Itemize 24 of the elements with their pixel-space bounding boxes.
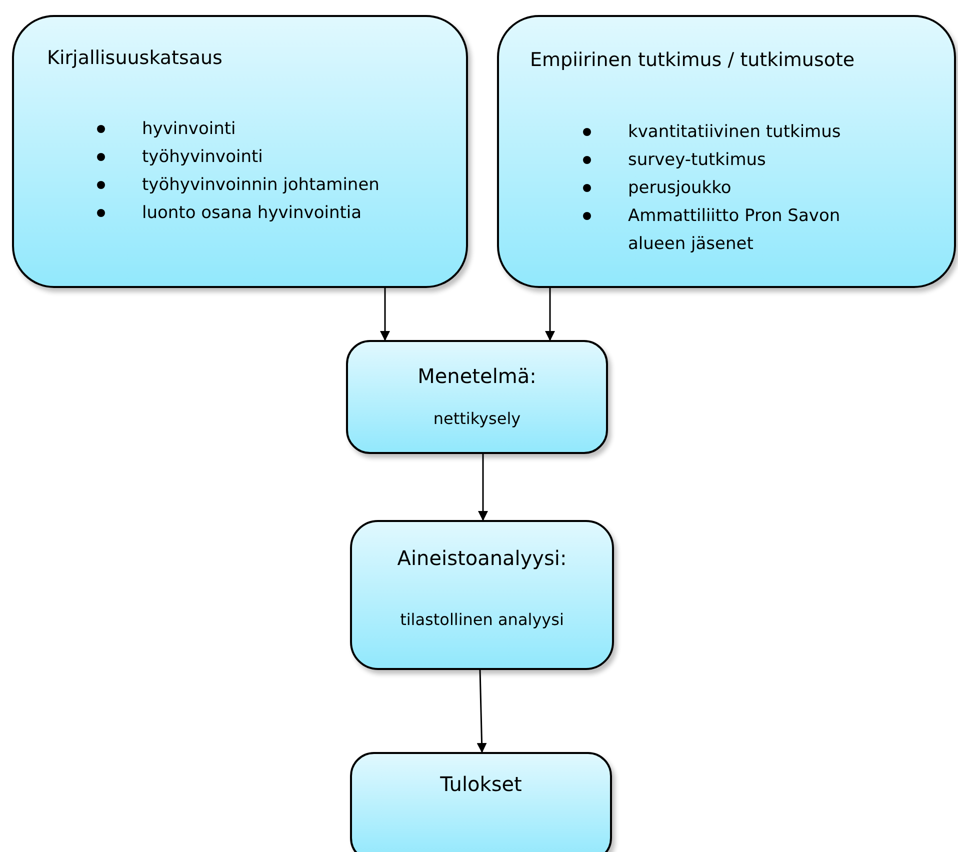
list-item: työhyvinvoinnin johtaminen	[142, 174, 380, 197]
process-box	[346, 340, 608, 454]
box-text: nettikysely	[432, 409, 522, 428]
list-item: työhyvinvointi	[142, 146, 264, 169]
process-box	[350, 752, 612, 852]
box-text: tilastollinen analyysi	[399, 610, 565, 629]
process-box	[12, 15, 468, 288]
list-item: survey-tutkimus	[628, 149, 767, 172]
arrow	[476, 670, 487, 753]
box-heading: Kirjallisuuskatsaus	[47, 47, 222, 69]
box-heading: Menetelmä:	[416, 364, 538, 388]
list-item: Ammattiliitto Pron Savon alueen jäsenet	[628, 205, 842, 256]
list-item: hyvinvointi	[142, 118, 237, 141]
arrow	[478, 454, 488, 521]
box-heading: Aineistoanalyysi:	[396, 546, 568, 570]
arrow	[380, 288, 390, 341]
list-item: luonto osana hyvinvointia	[142, 202, 363, 225]
box-heading: Empiirinen tutkimus / tutkimusote	[530, 49, 855, 71]
box-heading: Tulokset	[439, 772, 523, 796]
process-box	[497, 15, 956, 288]
list-item: perusjoukko	[628, 177, 732, 200]
process-box	[350, 520, 614, 670]
list-item: kvantitatiivinen tutkimus	[628, 121, 842, 144]
arrow	[545, 288, 555, 341]
